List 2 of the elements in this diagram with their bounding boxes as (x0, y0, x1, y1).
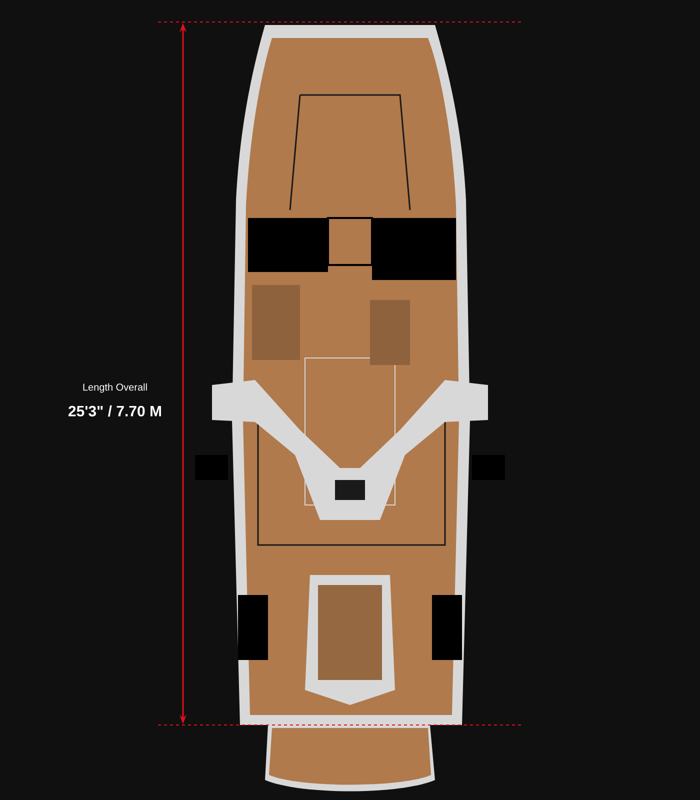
dimension-value: 25'3" / 7.70 M (68, 405, 161, 417)
dimension-caption: Length Overall (83, 383, 147, 393)
